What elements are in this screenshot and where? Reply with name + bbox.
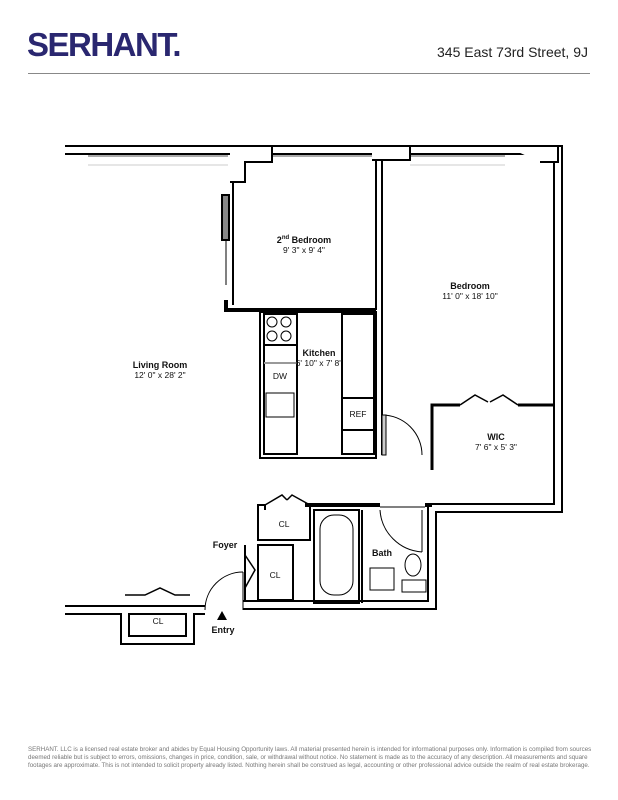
- room-label-bath: Bath: [372, 548, 392, 558]
- entry-arrow-icon: [217, 611, 227, 620]
- windows: [88, 155, 505, 166]
- header-divider: [28, 73, 590, 74]
- room-label-entry: Entry: [211, 625, 235, 635]
- serhant-logo: SERHANT.: [27, 25, 182, 64]
- closet-label: CL: [278, 519, 290, 529]
- closet-label: CL: [152, 616, 164, 626]
- exterior-wall: [65, 145, 563, 645]
- legal-disclaimer: SERHANT. LLC is a licensed real estate b…: [28, 746, 592, 769]
- room-label-second-bedroom: 2nd Bedroom 9' 3" x 9' 4": [276, 235, 332, 255]
- refrigerator-label: REF: [349, 409, 367, 419]
- interior-walls: [125, 160, 555, 611]
- dishwasher-label: DW: [272, 371, 288, 381]
- property-address: 345 East 73rd Street, 9J: [437, 44, 588, 60]
- room-label-foyer: Foyer: [212, 540, 238, 550]
- closet-label: CL: [269, 570, 281, 580]
